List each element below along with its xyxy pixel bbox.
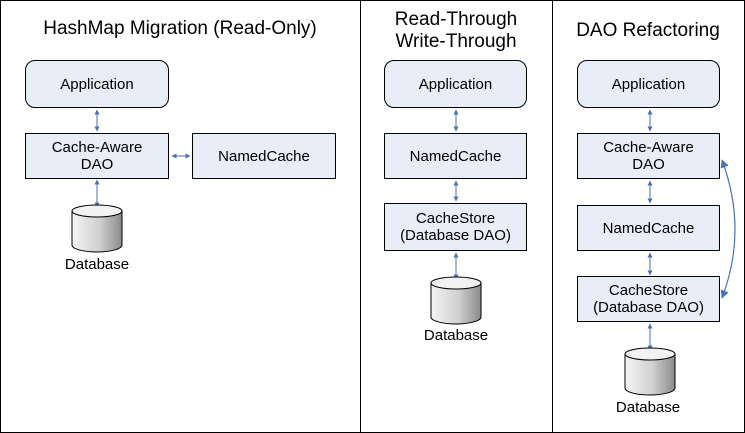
arrow-curve-store-to-dao <box>720 159 736 299</box>
panel-divider-2 <box>552 0 553 433</box>
panel-1-namedcache-box: NamedCache <box>192 133 336 179</box>
panel-1-database-icon <box>71 204 123 253</box>
panel-2-database-icon <box>430 276 482 325</box>
panel-2-title: Read-Through Write-Through <box>394 9 518 52</box>
panel-2-cachestore-box: CacheStore (Database DAO) <box>384 203 527 251</box>
panel-1-cache-aware-dao-box: Cache-Aware DAO <box>25 133 169 179</box>
frame-left <box>0 0 1 433</box>
panel-3-application-box: Application <box>577 60 720 108</box>
panel-3-cache-aware-dao-box: Cache-Aware DAO <box>577 133 720 179</box>
panel-3-database-icon <box>624 347 676 396</box>
panel-3-namedcache-box: NamedCache <box>577 205 720 251</box>
panel-1-application-box: Application <box>25 60 169 108</box>
panel-3-cachestore-box: CacheStore (Database DAO) <box>577 276 720 322</box>
panel-2-database-label: Database <box>423 327 489 344</box>
panel-2-namedcache-box: NamedCache <box>384 133 527 179</box>
panel-2-application-box: Application <box>384 60 527 108</box>
panel-divider-1 <box>360 0 361 433</box>
panel-1-database-label: Database <box>64 256 130 273</box>
panel-1-title: HashMap Migration (Read-Only) <box>43 18 317 39</box>
panel-3-title: DAO Refactoring <box>576 20 720 41</box>
panel-3-database-label: Database <box>615 399 681 416</box>
frame-top <box>0 0 745 1</box>
